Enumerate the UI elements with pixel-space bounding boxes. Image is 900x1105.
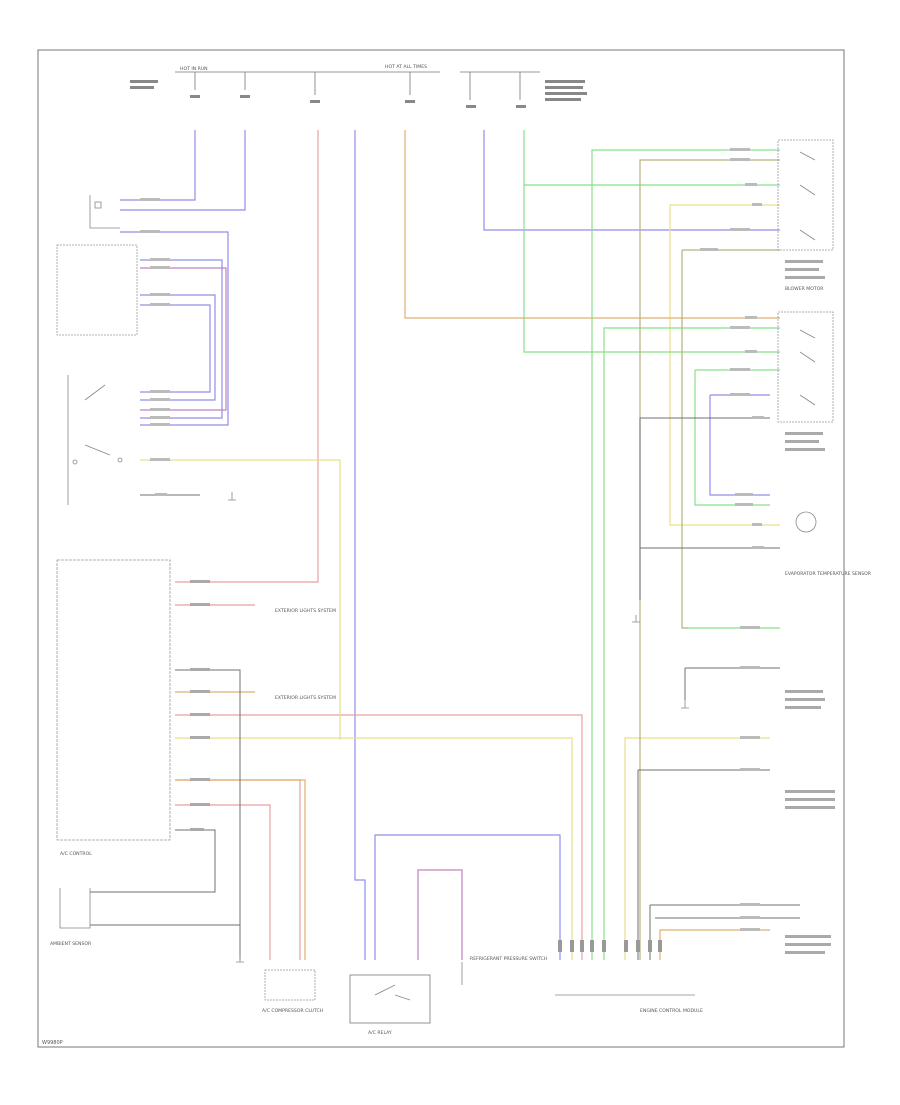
right-label-markers	[785, 260, 835, 954]
blower-motor-label: BLOWER MOTOR	[785, 286, 824, 292]
purple-wires	[140, 267, 463, 960]
compressor-clutch-box	[264, 969, 316, 1001]
exterior-lights-label-2: EXTERIOR LIGHTS SYSTEM	[275, 695, 336, 701]
ecu-pin-markers	[190, 580, 210, 831]
top-power-rail	[175, 71, 540, 100]
ac-relay-label: A/C RELAY	[368, 1030, 392, 1036]
ambient-sensor-box	[59, 888, 91, 929]
relay-contact	[374, 984, 411, 1001]
footer-code: W9980P	[42, 1040, 63, 1046]
blower-motor-control-box	[777, 139, 834, 251]
fuse-markers	[130, 80, 587, 108]
ac-control-ecu	[56, 559, 171, 841]
blue-wires	[120, 130, 780, 960]
evap-sensor-label: EVAPORATOR TEMPERATURE SENSOR	[785, 571, 872, 577]
ac-relay-box	[349, 974, 431, 1024]
dark-wires	[90, 417, 800, 960]
ground-symbols	[228, 492, 689, 963]
blower-switch-box	[56, 244, 138, 336]
wire-tags	[140, 148, 764, 931]
compressor-clutch-label: A/C COMPRESSOR CLUTCH	[262, 1008, 323, 1014]
ac-switch	[67, 375, 123, 505]
hot-all-times-label: HOT AT ALL TIMES	[385, 64, 427, 70]
blower-resistor	[89, 195, 120, 229]
mode-control-box	[777, 311, 834, 423]
refrig-switch-label: REFRIGERANT PRESSURE SWITCH	[470, 956, 547, 962]
evap-sensor-symbol	[795, 511, 817, 533]
diagram-frame	[37, 49, 845, 1048]
hot-run-label: HOT IN RUN	[180, 66, 208, 72]
exterior-lights-label-1: EXTERIOR LIGHTS SYSTEM	[275, 608, 336, 614]
olive-wires	[639, 159, 780, 960]
yellow-wires	[140, 204, 780, 960]
ecm-pins	[558, 940, 662, 952]
green-wires	[523, 130, 780, 960]
right-switch-blades	[799, 151, 816, 406]
ecu-title: A/C CONTROL	[60, 851, 92, 857]
ecm-label: ENGINE CONTROL MODULE	[640, 1008, 703, 1014]
ambient-sensor-label: AMBIENT SENSOR	[50, 941, 92, 947]
